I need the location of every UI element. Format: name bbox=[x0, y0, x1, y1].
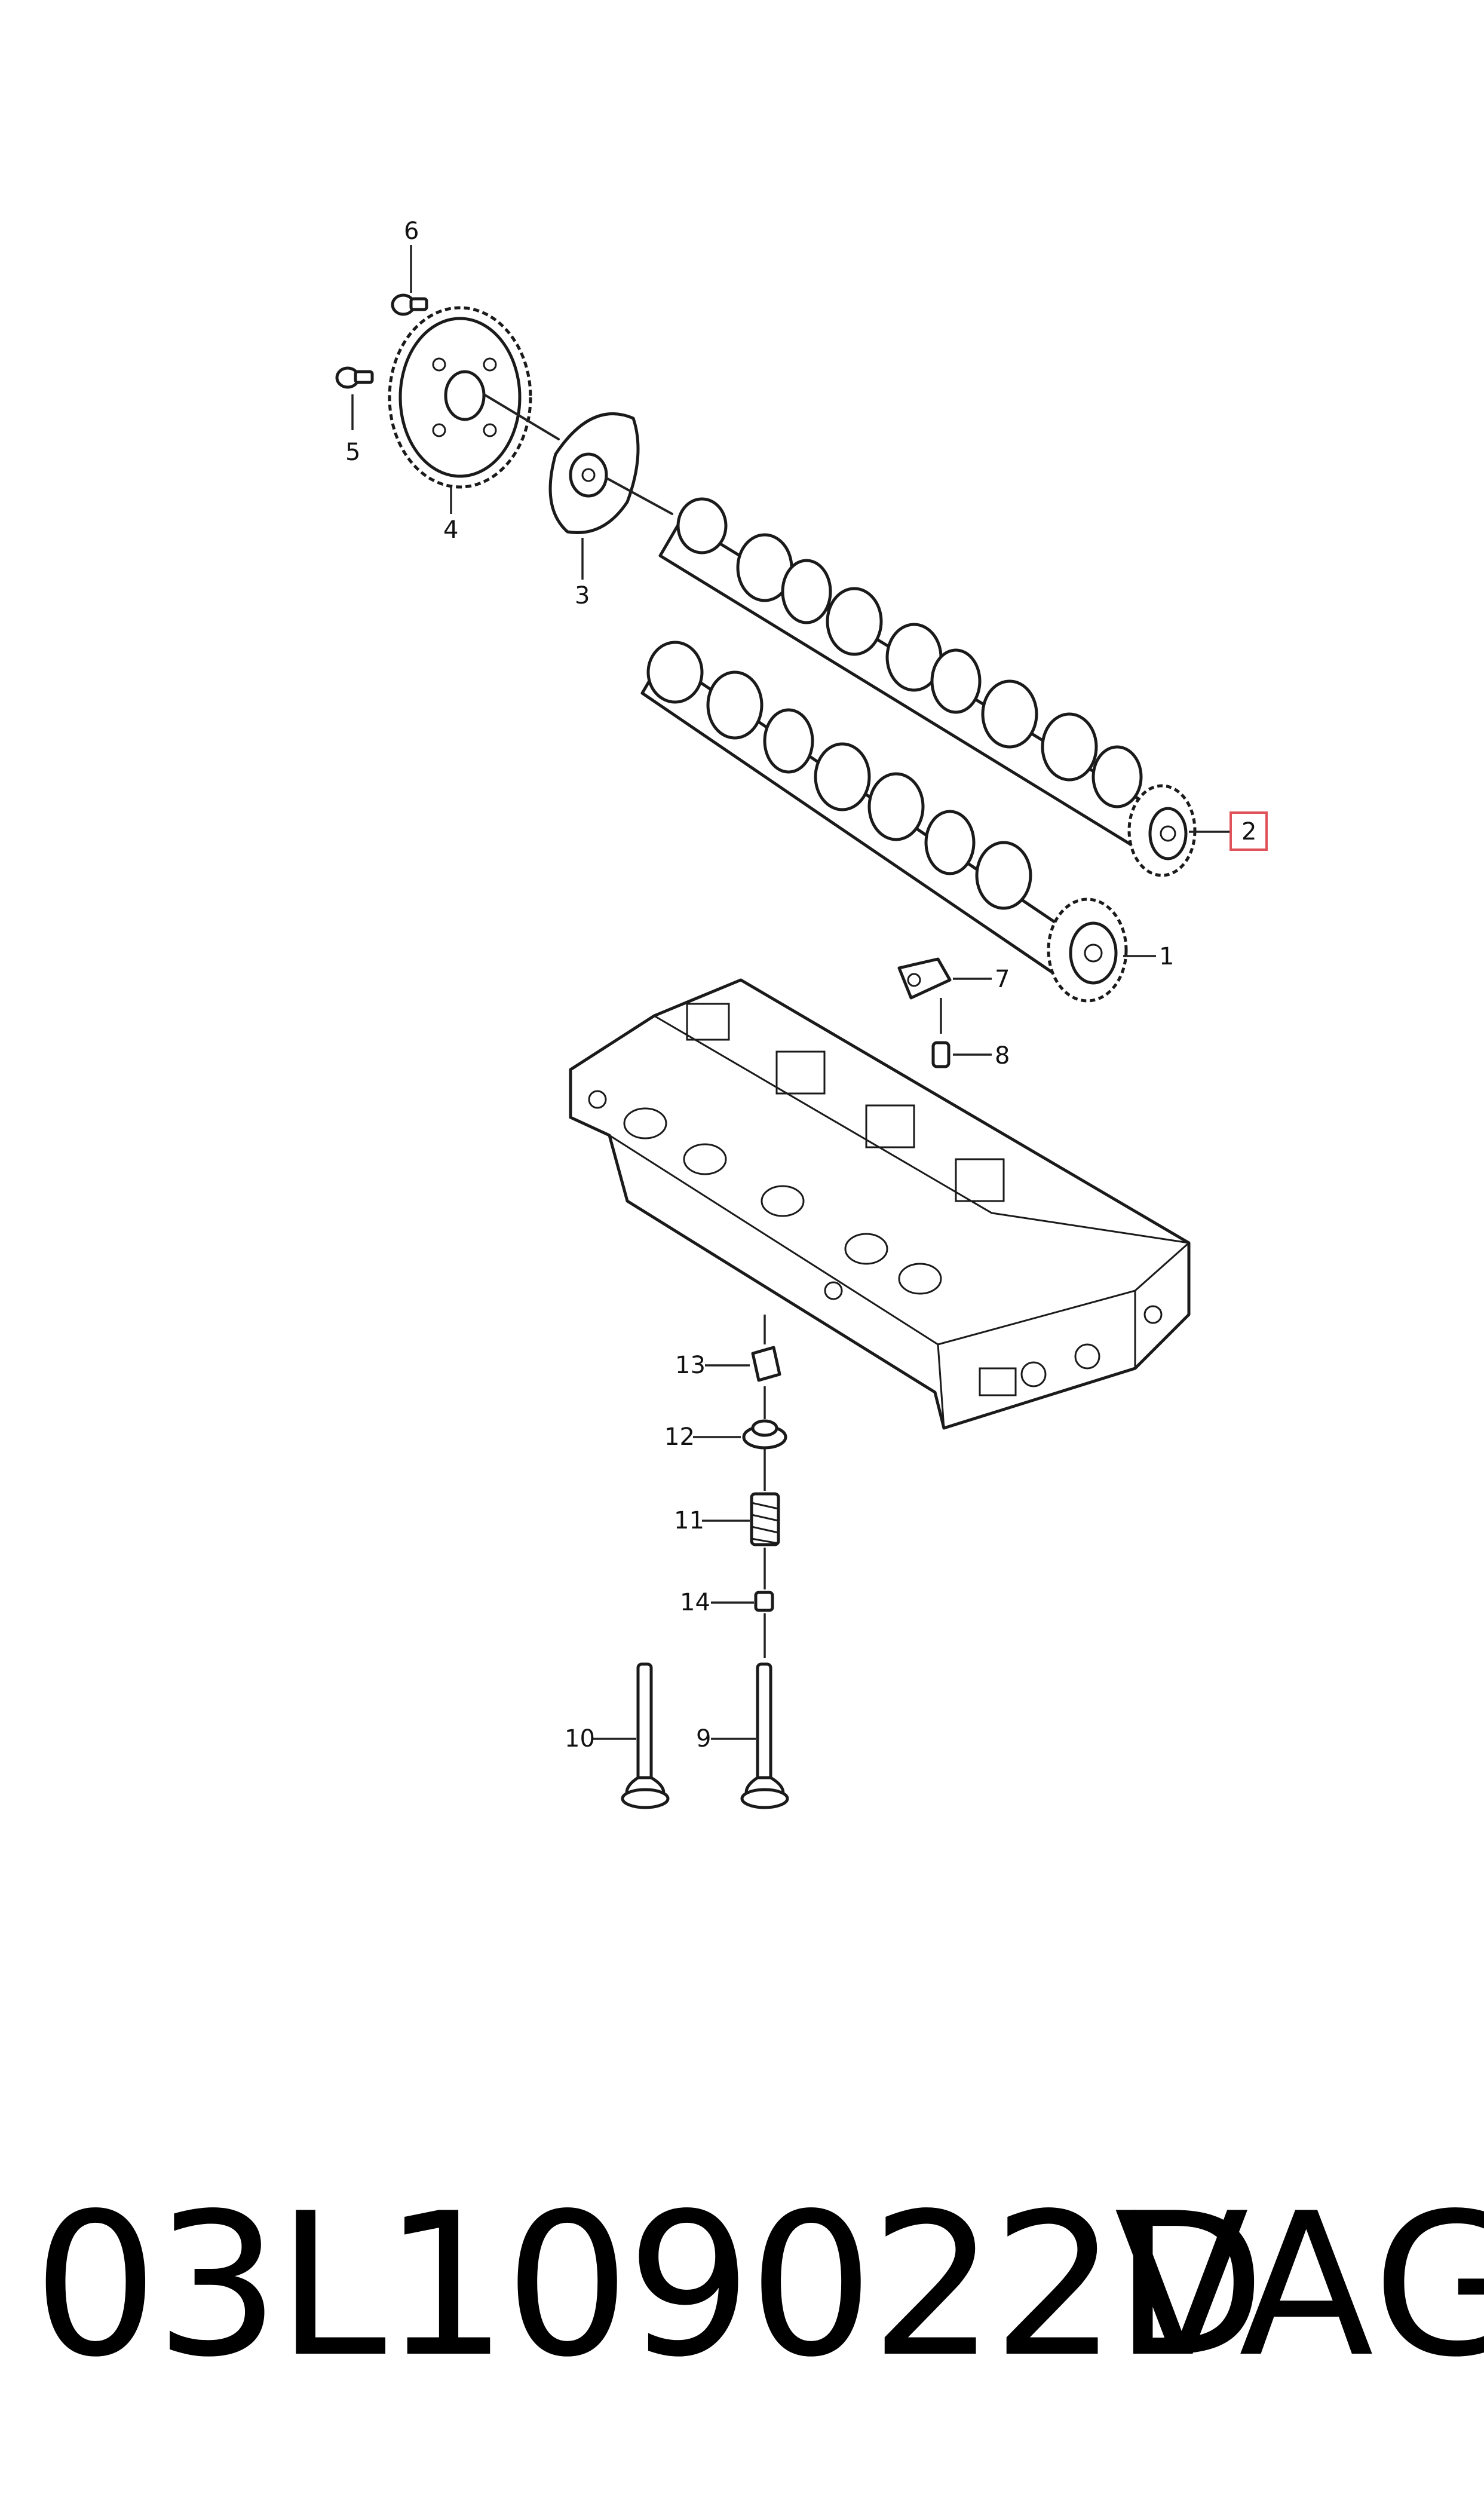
camshaft-upper bbox=[658, 497, 1197, 877]
callout-9: 9 bbox=[696, 1725, 711, 1753]
callout-11: 11 bbox=[674, 1507, 704, 1534]
part-6-bolt bbox=[391, 245, 428, 316]
part-11-valve-spring bbox=[702, 1449, 780, 1546]
callout-6: 6 bbox=[404, 218, 419, 245]
part-5-bolt bbox=[335, 366, 374, 430]
callout-7: 7 bbox=[995, 966, 1010, 993]
callout-3: 3 bbox=[575, 582, 590, 609]
part-12-spring-retainer bbox=[693, 1386, 787, 1450]
part-14-stem-seal bbox=[711, 1548, 774, 1612]
callout-1: 1 bbox=[1159, 943, 1174, 970]
callout-2-highlight-box bbox=[1229, 811, 1268, 851]
part-7-rocker-arm bbox=[897, 957, 992, 1034]
part-3-plate bbox=[548, 412, 673, 580]
camshaft-lower bbox=[640, 641, 1128, 1003]
callout-4: 4 bbox=[443, 516, 458, 544]
callout-12: 12 bbox=[664, 1423, 695, 1451]
part-10-valve bbox=[591, 1662, 670, 1809]
part-13-valve-collet bbox=[705, 1315, 781, 1382]
part-9-valve bbox=[711, 1613, 789, 1809]
callout-10: 10 bbox=[565, 1725, 595, 1753]
part-4-sprocket bbox=[388, 306, 560, 514]
part-8-lifter bbox=[931, 1041, 992, 1068]
part-number: 03L109022D bbox=[33, 2171, 1266, 2400]
callout-13: 13 bbox=[675, 1352, 706, 1379]
callout-2: 2 bbox=[1241, 818, 1256, 846]
cylinder-head bbox=[569, 978, 1191, 1430]
callout-8: 8 bbox=[995, 1042, 1010, 1070]
callout-5: 5 bbox=[345, 439, 360, 466]
callout-14: 14 bbox=[680, 1589, 710, 1616]
brand-name: VAG bbox=[1114, 2171, 1484, 2400]
